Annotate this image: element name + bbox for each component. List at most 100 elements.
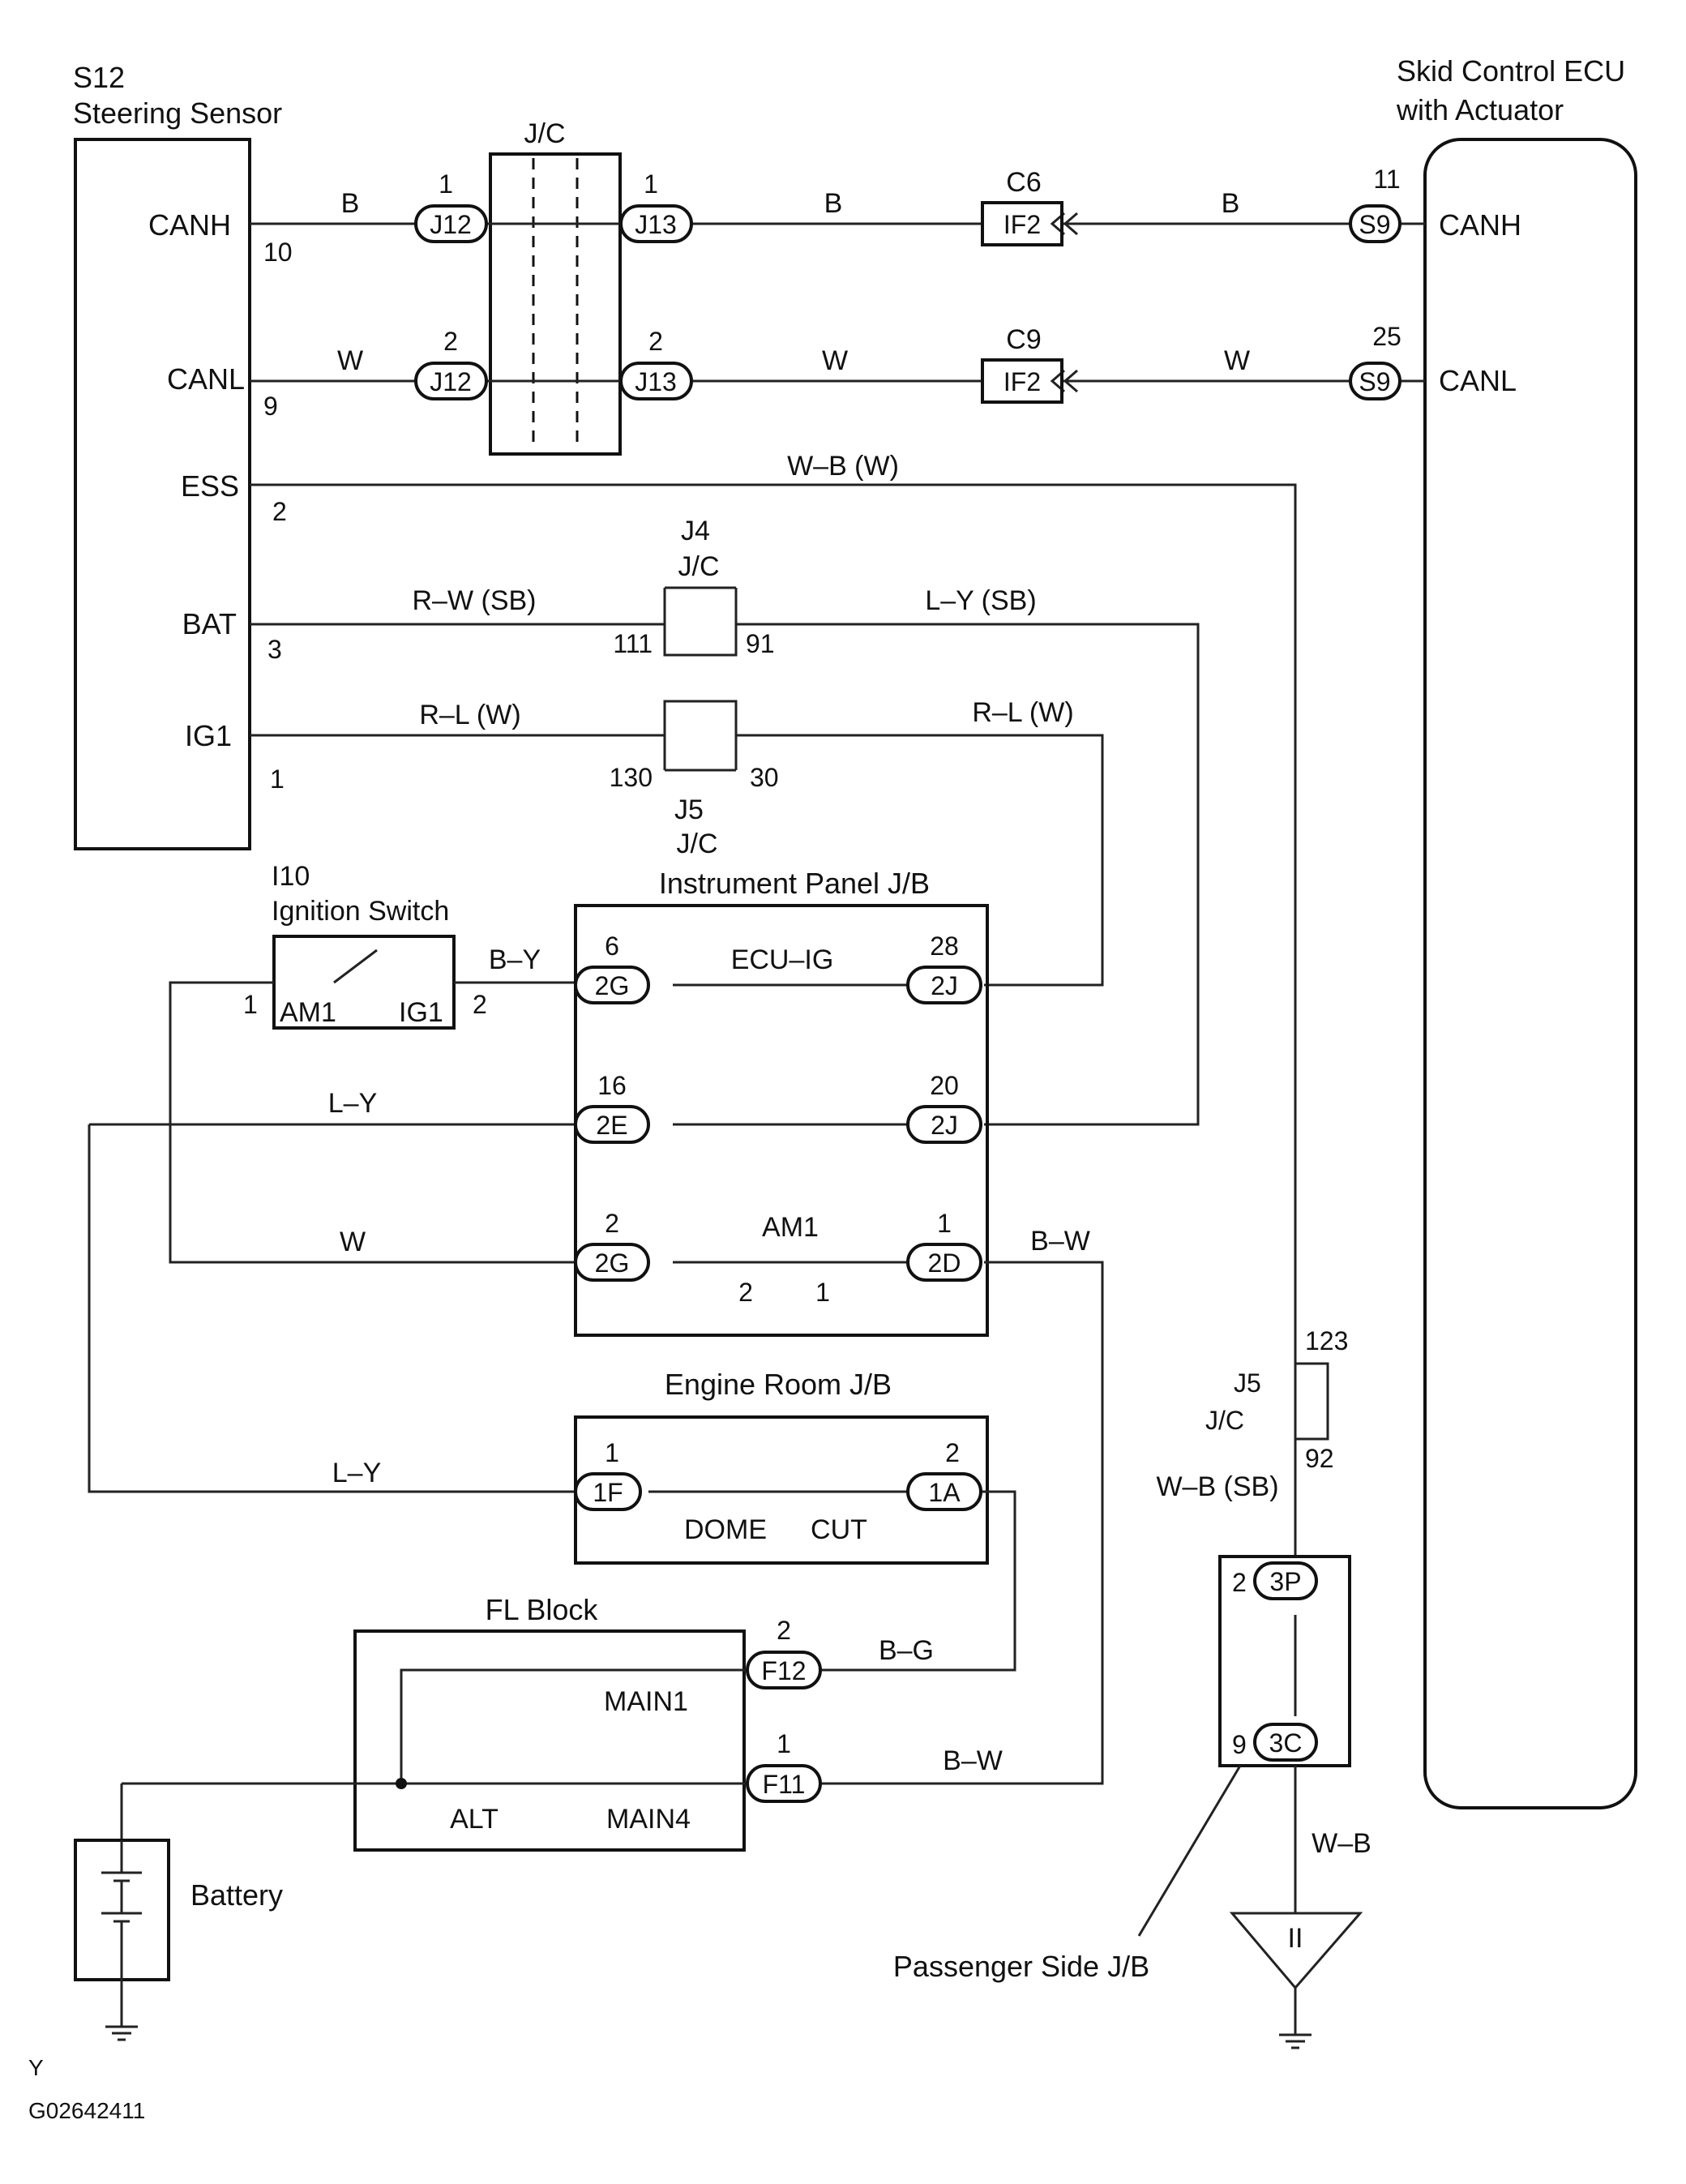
mid-labels: W–B (W) R–W (SB) L–Y (SB) R–L (W) R–L (W… — [413, 451, 1074, 859]
wire-label: W — [1224, 345, 1250, 376]
pin-num: 9 — [263, 392, 278, 421]
ecu-pin-canl: CANL — [1439, 364, 1517, 397]
fuse-main1: MAIN1 — [604, 1686, 688, 1717]
steering-pins: CANH 10 CANL 9 ESS 2 BAT 3 IG1 1 — [148, 208, 293, 794]
conn-label: 2D — [928, 1248, 961, 1278]
pin-num: 2 — [777, 1616, 791, 1645]
pin-num: 20 — [930, 1071, 959, 1100]
ign-id: I10 — [272, 861, 310, 892]
conn-2g — [574, 966, 650, 1004]
wire-label: B–W — [943, 1745, 1003, 1776]
pin-num: 2 — [648, 327, 663, 356]
steering-sensor-box — [74, 138, 251, 850]
pin-num: 16 — [597, 1071, 627, 1100]
pin-num: 3 — [267, 635, 282, 664]
junction-dot — [396, 1778, 407, 1789]
wire-label: B–G — [879, 1635, 934, 1666]
pin-num: 1 — [937, 1209, 952, 1238]
wire-label: W — [822, 345, 848, 376]
pin-num: 2 — [272, 497, 287, 526]
fuse-alt: ALT — [450, 1804, 499, 1835]
pin-num: 2 — [738, 1278, 753, 1307]
fuse-am1: AM1 — [762, 1212, 819, 1243]
conn-label: 3C — [1269, 1728, 1303, 1758]
conn-2j — [906, 1105, 982, 1144]
pin-num: 9 — [1232, 1730, 1247, 1759]
wire-label: B–Y — [489, 944, 541, 975]
conn-s9 — [1349, 362, 1401, 400]
wire-label: B–W — [1030, 1226, 1090, 1257]
erjb-title: Engine Room J/B — [665, 1368, 892, 1401]
ground-id: II — [1288, 1923, 1303, 1954]
j5-id: J5 — [674, 794, 704, 825]
pin-num: 130 — [610, 763, 653, 792]
pin-num: 10 — [263, 238, 293, 267]
pin-num: 111 — [613, 629, 653, 658]
ipjb-labels: 6 28 ECU–IG 16 20 2 1 AM1 2 1 L–Y W B–W — [328, 931, 1090, 1307]
ign-name: Ignition Switch — [272, 896, 449, 927]
wire-label: B — [824, 188, 843, 219]
conn-label: J13 — [635, 367, 677, 396]
conn-label: 3P — [1269, 1567, 1301, 1596]
psjb-label: Passenger Side J/B — [893, 1950, 1149, 1983]
conn-1a — [906, 1472, 982, 1511]
wire-label: L–Y — [328, 1088, 378, 1119]
pin-num: 25 — [1372, 322, 1401, 351]
fl-title: FL Block — [486, 1593, 599, 1626]
footer-y: Y — [28, 2055, 44, 2080]
ecu-name-2: with Actuator — [1396, 93, 1564, 126]
conn-label: 2J — [931, 1111, 958, 1140]
wire-label: W–B (SB) — [1156, 1471, 1278, 1502]
j4-id: J4 — [681, 516, 710, 546]
pin-num: 1 — [605, 1438, 619, 1467]
fl-block-box — [353, 1629, 746, 1852]
conn-label: F11 — [763, 1770, 806, 1799]
fuse-dome: DOME — [684, 1514, 767, 1545]
conn-j13 — [619, 362, 693, 400]
wire-label: R–L (W) — [419, 700, 520, 730]
conn-id: C6 — [1006, 167, 1041, 198]
pin-num: 1 — [270, 764, 285, 794]
wire-label: B — [1222, 188, 1240, 219]
ecu-box — [1423, 138, 1637, 1809]
conn-label: J12 — [430, 367, 472, 396]
conn-if2 — [981, 358, 1063, 404]
wire-label: W — [337, 345, 363, 376]
pin-canl: CANL — [167, 362, 245, 396]
conn-label: IF2 — [1003, 367, 1041, 396]
battery-label: Battery — [190, 1878, 283, 1912]
pin-num: 30 — [750, 763, 779, 792]
jc-label: J/C — [524, 118, 566, 149]
j5-jc: J/C — [677, 829, 718, 859]
j5b-id: J5 — [1234, 1368, 1261, 1398]
ecu-name-1: Skid Control ECU — [1397, 54, 1625, 88]
pin-num: 1 — [439, 169, 453, 199]
conn-label: 1F — [593, 1478, 623, 1507]
jc-box — [489, 152, 622, 456]
ipjb-title: Instrument Panel J/B — [659, 867, 930, 900]
conn-f12 — [746, 1651, 822, 1689]
pin-ig1: IG1 — [185, 719, 232, 752]
wire-label: L–Y — [332, 1458, 382, 1488]
conn-s9 — [1349, 204, 1401, 243]
pin-bat: BAT — [182, 607, 237, 640]
pin-num: 2 — [605, 1209, 619, 1238]
conn-3p — [1253, 1561, 1318, 1600]
pin-num: 92 — [1305, 1444, 1334, 1473]
conn-2j — [906, 966, 982, 1004]
wire-label: R–L (W) — [972, 697, 1073, 728]
conn-label: 2E — [596, 1111, 627, 1140]
psjb-box — [1218, 1555, 1351, 1767]
conn-3c — [1253, 1723, 1318, 1762]
conn-label: 2G — [595, 971, 630, 1000]
pin-num: 11 — [1373, 165, 1400, 194]
wire-label: W — [340, 1227, 366, 1257]
pin-num: 2 — [1232, 1568, 1247, 1597]
conn-j13 — [619, 204, 693, 243]
pin-num: 1 — [243, 990, 258, 1019]
pin-num: 123 — [1305, 1326, 1348, 1355]
pin-num: 2 — [473, 990, 487, 1019]
fuse-main4: MAIN4 — [606, 1804, 691, 1835]
conn-j12 — [414, 362, 488, 400]
conn-f11 — [746, 1764, 822, 1803]
